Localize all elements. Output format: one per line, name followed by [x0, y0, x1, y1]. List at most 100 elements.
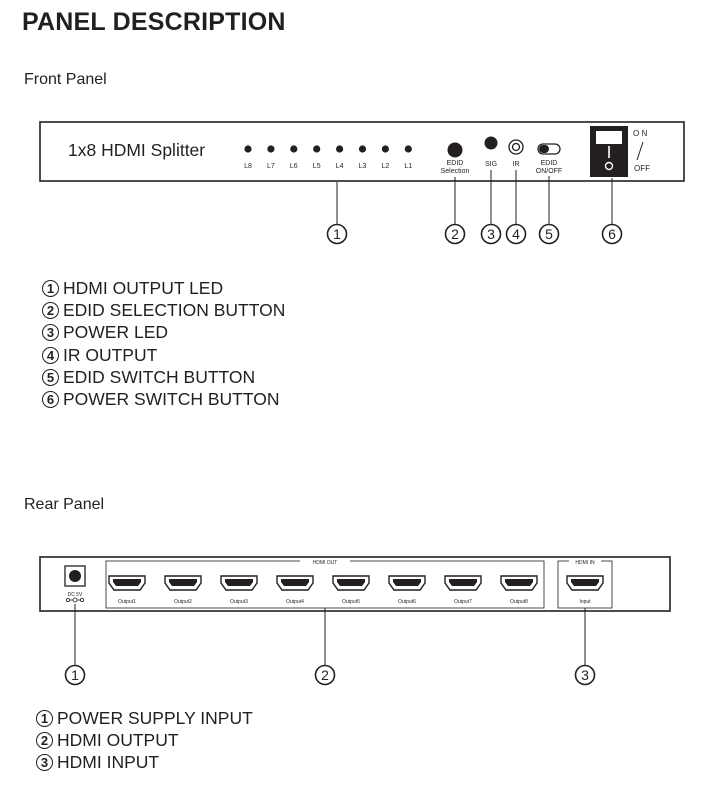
hdmi-port-inner	[449, 579, 477, 586]
front-callout-circle-6	[601, 223, 623, 245]
legend-text: POWER SUPPLY INPUT	[57, 707, 253, 728]
legend-number-badge: 3	[36, 754, 53, 772]
legend-number-badge: 1	[36, 709, 53, 727]
rear-callouts: 1 2 3	[64, 664, 596, 686]
hdmi-output-label: Output1	[118, 599, 136, 605]
rear-callout-3: 3	[581, 667, 589, 683]
hdmi-output-leds: L8 L7 L6 L5 L4 L3 L2 L1	[244, 145, 412, 170]
edid-selection-label-2: Selection	[441, 168, 470, 175]
switch-off-label: OFF	[634, 164, 650, 173]
front-leader-lines	[336, 170, 613, 224]
hdmi-output-port-4[interactable]	[276, 575, 314, 591]
hdmi-output-label: Output7	[454, 599, 472, 605]
hdmi-output-label: Output2	[174, 599, 192, 605]
hdmi-input-label: Input	[579, 599, 591, 605]
hdmi-output-port-5[interactable]	[332, 575, 370, 591]
power-led	[484, 136, 498, 150]
led-label: L6	[290, 163, 298, 170]
hdmi-input-port[interactable]	[566, 575, 604, 591]
hdmi-output-port-1[interactable]	[108, 575, 146, 591]
rear-callout-circle-3	[574, 664, 596, 686]
edid-selection-button[interactable]	[447, 142, 463, 158]
front-callout-3: 3	[487, 226, 495, 242]
front-callout-circle-2	[444, 223, 466, 245]
hdmi-port-inner	[281, 579, 309, 586]
hdmi-input-port-inner	[571, 579, 599, 586]
led-label: L1	[404, 163, 412, 170]
hdmi-port-inner	[505, 579, 533, 586]
hdmi-in-label: HDMI IN	[575, 560, 595, 566]
legend-text: EDID SELECTION BUTTON	[63, 299, 286, 320]
hdmi-output-port-3[interactable]	[220, 575, 258, 591]
power-switch-o-mark	[604, 161, 614, 171]
edid-switch-label-2: ON/OFF	[536, 168, 562, 175]
ir-label: IR	[513, 161, 520, 168]
hdmi-output-label: Output3	[230, 599, 248, 605]
led-label: L3	[359, 163, 367, 170]
legend-text: HDMI INPUT	[57, 752, 160, 773]
hdmi-port-inner	[113, 579, 141, 586]
hdmi-output-port-6[interactable]	[388, 575, 426, 591]
led-label: L4	[336, 163, 344, 170]
front-callouts: 1 2 3 4 5 6	[326, 223, 623, 245]
hdmi-output-port-8[interactable]	[500, 575, 538, 591]
legend-number-badge: 4	[42, 346, 59, 364]
front-callout-4: 4	[512, 226, 520, 242]
front-callout-circle-1	[326, 223, 348, 245]
hdmi-in-label-bg	[569, 558, 601, 565]
led-l1	[404, 145, 412, 153]
led-label: L7	[267, 163, 275, 170]
led-l5	[313, 145, 321, 153]
front-callout-5: 5	[545, 226, 553, 242]
legend-number-badge: 2	[36, 731, 53, 749]
legend-text: POWER LED	[63, 322, 169, 343]
hdmi-output-label: Output4	[286, 599, 304, 605]
hdmi-port-inner	[169, 579, 197, 586]
dc-polarity-icon	[66, 597, 85, 603]
edid-switch-label-1: EDID	[541, 160, 558, 167]
page-title: PANEL DESCRIPTION	[22, 8, 286, 36]
edid-switch-knob	[539, 145, 549, 153]
led-l7	[267, 145, 275, 153]
hdmi-port-inner	[393, 579, 421, 586]
hdmi-output-port-2[interactable]	[164, 575, 202, 591]
legend-number-badge: 1	[42, 279, 59, 297]
hdmi-output-ports: Output1 Output2 Output3 Output4 Output5 Outpu…	[108, 575, 538, 605]
led-l6	[290, 145, 298, 153]
led-l2	[381, 145, 389, 153]
legend-number-badge: 2	[42, 301, 59, 319]
hdmi-output-label: Output6	[398, 599, 416, 605]
led-label: L2	[382, 163, 390, 170]
rear-callout-circle-2	[314, 664, 336, 686]
hdmi-output-label: Output8	[510, 599, 528, 605]
hdmi-output-label: Output5	[342, 599, 360, 605]
power-switch-rocker-top	[596, 131, 622, 144]
hdmi-output-port-7[interactable]	[444, 575, 482, 591]
switch-on-label: O N	[633, 129, 647, 138]
hdmi-out-label-bg	[300, 558, 350, 565]
front-callout-2: 2	[451, 226, 459, 242]
legend-number-badge: 6	[42, 391, 59, 409]
rear-callout-2: 2	[321, 667, 329, 683]
led-label: L8	[244, 163, 252, 170]
dc-power-jack-hole	[69, 570, 81, 582]
front-panel-heading: Front Panel	[24, 71, 107, 88]
front-callout-circle-4	[505, 223, 527, 245]
led-l3	[358, 145, 367, 153]
led-label: L5	[313, 163, 321, 170]
led-l8	[244, 145, 252, 153]
legend-text: POWER SWITCH BUTTON	[63, 389, 280, 410]
sig-label: SIG	[485, 161, 497, 168]
led-l4	[336, 145, 344, 153]
front-callout-circle-5	[538, 223, 560, 245]
ir-output-jack-inner	[511, 142, 521, 152]
